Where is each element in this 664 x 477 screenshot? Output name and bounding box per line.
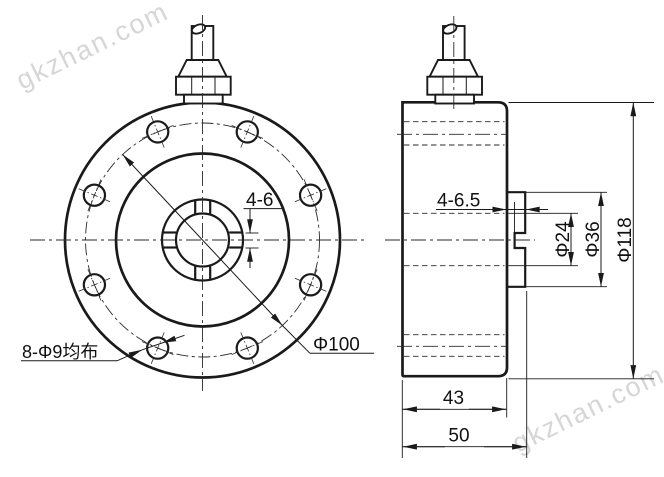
- dim-label-boss-diameter: Φ36: [583, 221, 604, 257]
- connector-cable-hole: [442, 23, 458, 35]
- bolt-holes: [82, 120, 323, 360]
- side-view: 4-6.5 Φ24 Φ36: [385, 16, 654, 458]
- dim-widths: 43 50: [401, 291, 528, 458]
- hub-slots: [162, 200, 243, 281]
- dim-label-body-diameter: Φ118: [615, 217, 636, 262]
- body-outline: [401, 100, 509, 378]
- boss-outline: [507, 191, 527, 288]
- dim-slot-width: 4-6: [243, 190, 282, 268]
- watermark-text-top-left: gkzhan.com: [11, 0, 173, 95]
- connector-hex-nut: [175, 75, 232, 96]
- dim-label-slot-width: 4-6: [246, 190, 273, 211]
- connector-hex-nut: [426, 75, 483, 96]
- dim-label-bore-diameter: Φ24: [553, 221, 574, 258]
- connector-cable-hole: [190, 23, 207, 35]
- dim-body-diameter: Φ118: [615, 102, 637, 379]
- dim-label-total-width: 50: [448, 426, 469, 447]
- watermark-text-bottom-right: gkzhan.com: [507, 359, 664, 459]
- dim-bolt-pattern: 8-Φ9均布: [21, 334, 185, 362]
- dim-label-bolt-pattern: 8-Φ9均布: [22, 342, 98, 362]
- dim-boss-diameter: Φ36: [583, 192, 604, 287]
- connector-collar: [434, 93, 475, 105]
- dim-label-boss-holes: 4-6.5: [437, 191, 480, 212]
- dim-label-bolt-circle: Φ100: [313, 335, 360, 356]
- dim-boss-holes: 4-6.5: [436, 191, 548, 235]
- front-view: 4-6 Φ100 8-Φ9均布: [21, 15, 374, 391]
- dim-bolt-circle: Φ100: [122, 154, 374, 356]
- hidden-lines: [397, 121, 508, 357]
- cable-connector-side: [426, 23, 483, 105]
- dim-bore-diameter: Φ24: [553, 213, 574, 266]
- cable-connector-front: [175, 23, 232, 105]
- connector-collar: [183, 93, 224, 105]
- bolt-hole-center-ticks: [78, 116, 327, 364]
- extension-lines: [508, 102, 654, 380]
- dim-label-body-width: 43: [443, 388, 464, 409]
- hub-bore-circle: [174, 212, 231, 268]
